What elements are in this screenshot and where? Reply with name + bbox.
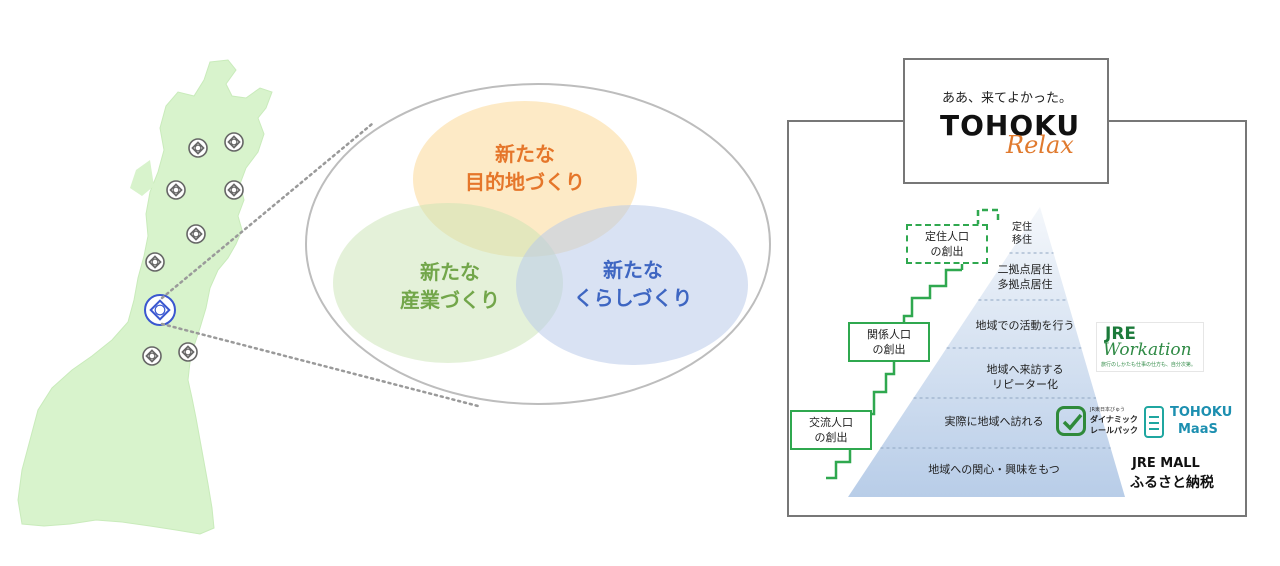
pyramid-level-4: 地域へ来訪する リピーター化 [950,362,1100,392]
connector-line-top [160,122,374,300]
venn-outer-ellipse [305,83,771,405]
pyramid-level-6-text: 地域への関心・興味をもつ [928,463,1060,476]
venn-circle-right [516,205,748,365]
jre-workation-logo: JRE Workation 旅行のしかたも仕事の仕方も、自分次第。 [1096,322,1204,372]
venn-label-left: 新たな 産業づくり [370,258,530,314]
map-marker-icon [145,252,165,272]
map-marker-icon [224,180,244,200]
railpack-check-icon [1056,406,1086,436]
logo-name: TOHOKU [940,109,1081,142]
relation-population-text: 関係人口 の創出 [867,328,911,356]
pyramid-level-4-text: 地域へ来訪する リピーター化 [986,363,1064,391]
maas-line2: MaaS [1178,422,1218,437]
map-marker-icon [224,132,244,152]
stair-line-solid [826,268,962,480]
logo-box [903,58,1109,184]
map-marker-icon [188,138,208,158]
map-marker-icon [166,180,186,200]
venn-label-right: 新たな くらしづくり [548,256,718,312]
workation-script: Workation [1103,340,1192,360]
pyramid-dividers [880,252,1111,449]
settle-population-text: 定住人口 の創出 [925,230,969,258]
venn-label-top-text: 新たな 目的地づくり [465,142,585,194]
tohoku-map [17,59,273,535]
map-marker-icon [178,342,198,362]
pyramid-level-3: 地域での活動を行う [950,318,1100,333]
exchange-population-label: 交流人口 の創出 [790,410,872,450]
relation-population-label: 関係人口 の創出 [848,322,930,362]
map-markers [142,132,244,366]
pyramid-level-6: 地域への関心・興味をもつ [904,462,1084,477]
tohoku-relax-logo: ああ、来てよかった。 TOHOKU Relax [904,59,1110,185]
venn-circle-left [333,203,563,363]
venn-label-left-text: 新たな 産業づくり [400,260,500,312]
pyramid-level-1-text: 定住 移住 [1012,222,1032,246]
logo-script: Relax [1006,131,1074,159]
railpack-line1: ダイナミック [1090,415,1138,424]
map-marker-icon [142,346,162,366]
pyramid-level-5: 実際に地域へ訪れる [904,414,1084,429]
maas-line1: TOHOKU [1170,405,1233,420]
checkmark-icon [1062,413,1083,431]
pyramid-level-2-text: 二拠点居住 多拠点居住 [997,263,1053,291]
venn-label-top: 新たな 目的地づくり [440,140,610,196]
mall-line2: ふるさと納税 [1130,475,1214,491]
jre-mall-logo: JRE MALL ふるさと納税 [1128,456,1220,494]
pyramid-level-3-text: 地域での活動を行う [975,319,1075,332]
workation-subtitle: 旅行のしかたも仕事の仕方も、自分次第。 [1101,362,1196,368]
maas-phone-icon [1144,406,1164,438]
railpack-line2: レールパック [1090,426,1138,435]
exchange-population-text: 交流人口 の創出 [809,416,853,444]
tohoku-maas-logo: TOHOKU MaaS [1142,402,1242,444]
map-shape [17,59,273,535]
map-marker-highlight-icon [144,294,176,326]
settle-population-label: 定住人口 の創出 [906,224,988,264]
pyramid-level-1: 定住 移住 [1000,221,1044,247]
workation-title: JRE [1105,324,1137,344]
connector-line-bottom [160,322,480,408]
dynamic-railpack-logo: JR東日本びゅう ダイナミック レールパック [1056,404,1138,444]
map-marker-icon [186,224,206,244]
peninsula [130,160,154,196]
pyramid-level-5-text: 実際に地域へ訪れる [944,415,1044,428]
pyramid-shape [848,207,1125,497]
venn-label-right-text: 新たな くらしづくり [573,258,693,310]
pyramid-level-2: 二拠点居住 多拠点居住 [970,262,1080,292]
railpack-small: JR東日本びゅう [1090,407,1125,413]
logo-tagline: ああ、来てよかった。 [941,91,1072,106]
mall-line1: JRE MALL [1132,456,1200,471]
